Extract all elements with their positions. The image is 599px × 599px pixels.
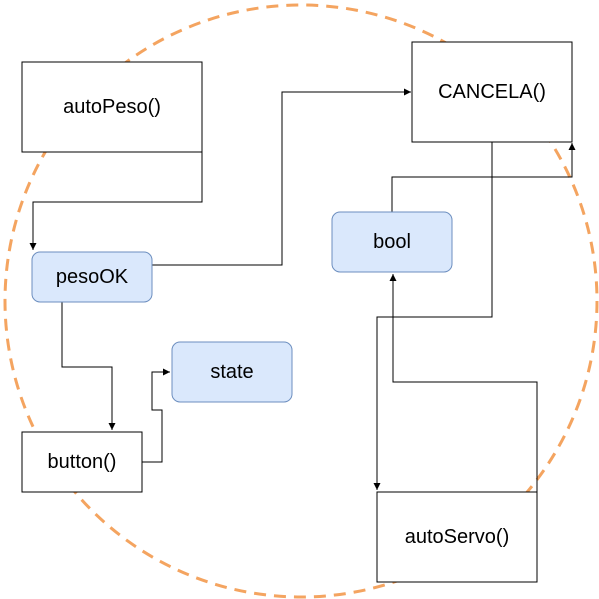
edge-cancela-to-autoservo bbox=[373, 142, 493, 490]
node-autopeso-label: autoPeso() bbox=[63, 96, 161, 118]
node-bool-label: bool bbox=[373, 231, 411, 253]
edge-bool-to-cancela bbox=[391, 143, 576, 212]
edge-pesook-to-button bbox=[61, 302, 116, 430]
node-state: state bbox=[171, 341, 293, 403]
edge-autopeso-to-pesook bbox=[29, 152, 203, 250]
node-autoservo: autoServo() bbox=[376, 491, 538, 583]
node-cancela: CANCELA() bbox=[411, 41, 573, 143]
node-state-label: state bbox=[210, 361, 253, 383]
node-pesook: pesoOK bbox=[31, 251, 153, 303]
edge-pesook-to-cancela bbox=[152, 88, 411, 266]
node-pesook-label: pesoOK bbox=[56, 266, 129, 288]
edge-autoservo-to-bool bbox=[389, 274, 538, 492]
dashed-circle bbox=[3, 3, 599, 599]
edges bbox=[29, 88, 576, 492]
node-button: button() bbox=[21, 431, 143, 493]
node-autoservo-label: autoServo() bbox=[405, 526, 510, 548]
node-bool: bool bbox=[331, 211, 453, 273]
node-cancela-label: CANCELA() bbox=[438, 81, 546, 103]
node-autopeso: autoPeso() bbox=[21, 61, 203, 153]
node-button-label: button() bbox=[48, 451, 117, 473]
edge-button-to-state bbox=[142, 368, 170, 463]
